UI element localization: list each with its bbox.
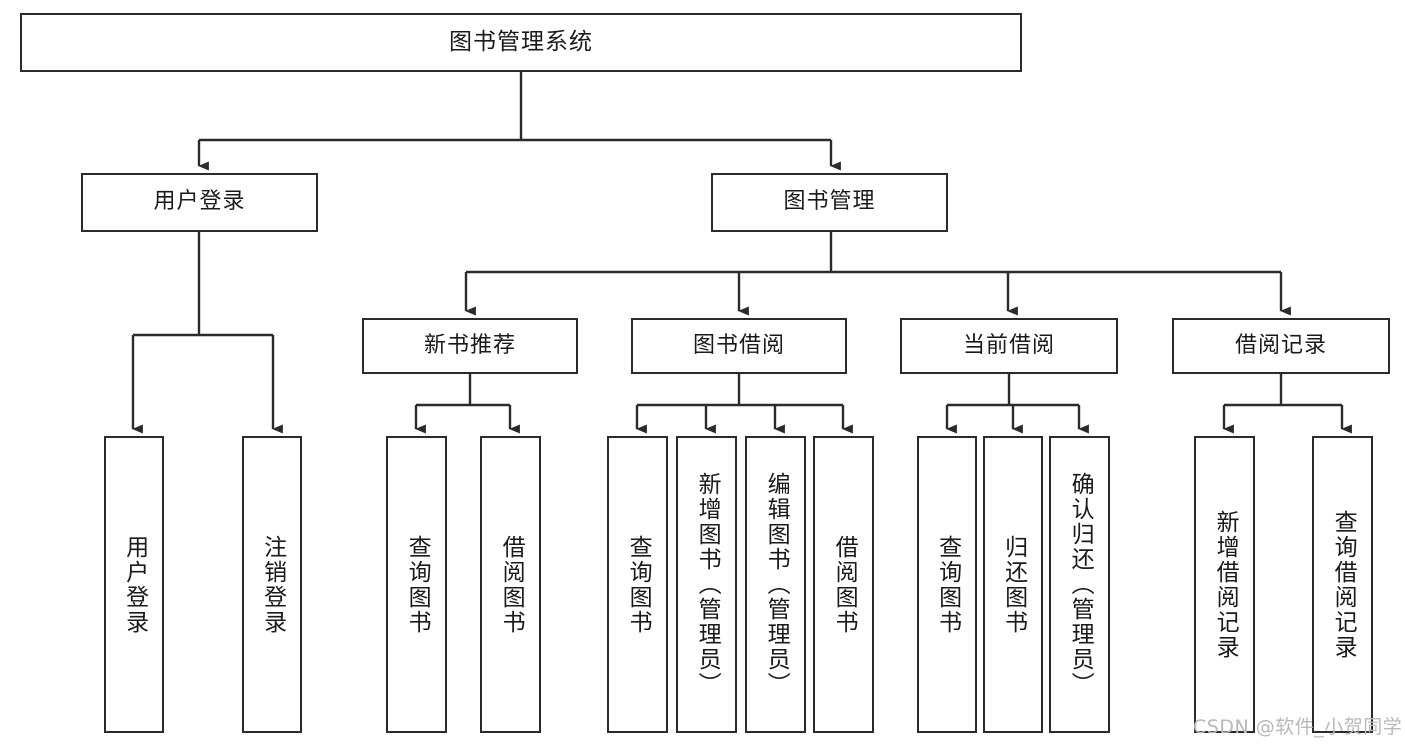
node-root-system[interactable]: 图书管理系统	[20, 13, 1022, 72]
node-borrow-record[interactable]: 借阅记录	[1172, 318, 1390, 374]
node-label: 查询借阅记录	[1330, 509, 1357, 660]
leaf-logout[interactable]: 注销登录	[242, 436, 302, 733]
node-label: 图书管理	[783, 189, 876, 215]
node-label: 注销登录	[259, 534, 286, 635]
node-label: 查询图书	[625, 534, 652, 635]
node-label: 新书推荐	[423, 332, 516, 358]
node-label: 当前借阅	[962, 332, 1055, 358]
leaf-query-book-current[interactable]: 查询图书	[917, 436, 977, 733]
node-label: 查询图书	[934, 534, 961, 635]
node-label: 用户登录	[153, 189, 246, 215]
leaf-borrow-book-new[interactable]: 借阅图书	[480, 436, 541, 733]
node-label: 编辑图书（管理员）	[763, 472, 790, 697]
node-label: 新增图书（管理员）	[694, 472, 721, 697]
node-label: 确认归还（管理员）	[1067, 472, 1094, 697]
csdn-watermark: CSDN @软件_小贺同学	[1193, 716, 1403, 738]
node-label: 借阅记录	[1234, 332, 1327, 358]
leaf-add-book-admin[interactable]: 新增图书（管理员）	[676, 436, 737, 733]
node-new-book-recommend[interactable]: 新书推荐	[362, 318, 578, 374]
leaf-query-borrow-record[interactable]: 查询借阅记录	[1312, 436, 1373, 733]
node-label: 借阅图书	[831, 534, 858, 635]
node-book-management[interactable]: 图书管理	[711, 173, 948, 232]
leaf-confirm-return-admin[interactable]: 确认归还（管理员）	[1049, 436, 1110, 733]
leaf-user-login[interactable]: 用户登录	[104, 436, 164, 733]
node-label: 归还图书	[1000, 534, 1027, 635]
leaf-add-borrow-record[interactable]: 新增借阅记录	[1194, 436, 1255, 733]
node-label: 图书借阅	[692, 332, 785, 358]
node-label: 新增借阅记录	[1212, 509, 1239, 660]
leaf-query-book-new[interactable]: 查询图书	[386, 436, 447, 733]
node-label: 图书管理系统	[449, 28, 593, 55]
node-book-borrow[interactable]: 图书借阅	[631, 318, 847, 374]
node-label: 借阅图书	[498, 534, 525, 635]
leaf-edit-book-admin[interactable]: 编辑图书（管理员）	[745, 436, 806, 733]
leaf-query-book-borrow[interactable]: 查询图书	[607, 436, 668, 733]
node-current-borrow[interactable]: 当前借阅	[900, 318, 1118, 374]
node-label: 用户登录	[121, 534, 148, 635]
node-user-login[interactable]: 用户登录	[81, 173, 318, 232]
node-label: 查询图书	[404, 534, 431, 635]
leaf-borrow-book[interactable]: 借阅图书	[813, 436, 874, 733]
leaf-return-book[interactable]: 归还图书	[983, 436, 1043, 733]
